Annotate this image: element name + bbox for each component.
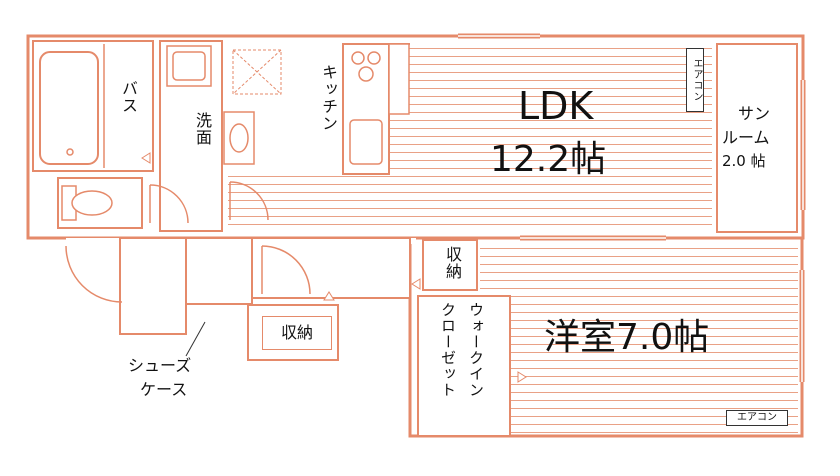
- sunroom-size: 2.0 帖: [722, 152, 766, 170]
- kitchen-label: キッチン: [319, 64, 338, 132]
- kitchen-sink: [349, 119, 383, 165]
- sunroom: [716, 43, 798, 233]
- washroom-label: 洗面: [193, 112, 212, 146]
- shoe-case-label-2: ケース: [140, 380, 188, 399]
- toilet-bowl: [71, 190, 113, 216]
- storage-top: [422, 239, 478, 291]
- ldk-name: LDK: [518, 84, 594, 128]
- aircon-bottom: エアコン: [726, 410, 788, 426]
- aircon-top: エアコン: [686, 48, 704, 112]
- ldk-size: 12.2帖: [490, 139, 607, 180]
- sunroom-name-1: サン: [738, 104, 771, 123]
- storage-top-label: 収納: [443, 246, 462, 280]
- walkin-closet-label-2: クローゼット: [439, 302, 457, 398]
- walkin-closet-label: ウォークイン: [467, 302, 485, 398]
- western-room-floor: [480, 245, 798, 433]
- entrance: [185, 237, 253, 305]
- western-room-label: 洋室7.0帖: [544, 317, 710, 358]
- sunroom-name-2: ルーム: [722, 128, 770, 147]
- hallway: [251, 237, 411, 299]
- shoe-case-area: [119, 237, 187, 335]
- walkin-closet: [417, 295, 511, 437]
- shoe-case-label-1: シューズ: [128, 356, 192, 375]
- bath-label: バス: [119, 80, 138, 114]
- washing-machine-pan: [223, 111, 255, 165]
- bath-drain: [66, 148, 74, 156]
- bathtub: [39, 51, 99, 165]
- storage-bottom-label: 収納: [262, 316, 332, 350]
